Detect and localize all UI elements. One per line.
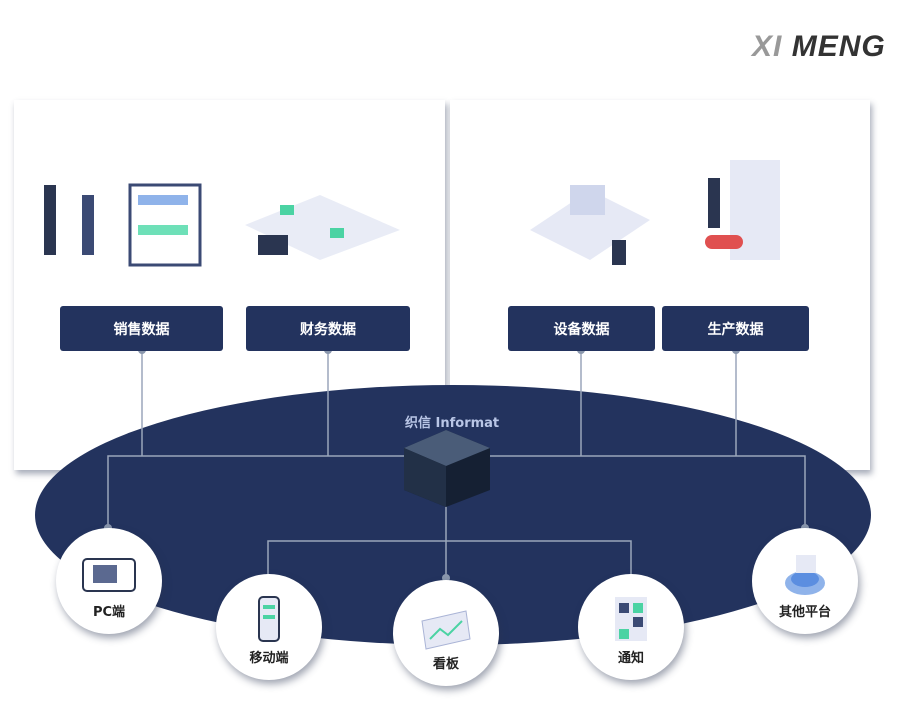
notification-icon xyxy=(615,597,647,641)
source-finance[interactable]: 财务数据 xyxy=(246,306,410,351)
sales-illustration xyxy=(44,183,202,267)
output-dashboard[interactable]: 看板 xyxy=(393,580,499,686)
dashboard-icon xyxy=(421,610,471,650)
output-other-platform[interactable]: 其他平台 xyxy=(752,528,858,634)
source-equipment[interactable]: 设备数据 xyxy=(508,306,655,351)
source-sales[interactable]: 销售数据 xyxy=(60,306,223,351)
source-production[interactable]: 生产数据 xyxy=(662,306,809,351)
monitor-icon xyxy=(82,558,136,592)
output-mobile[interactable]: 移动端 xyxy=(216,574,322,680)
ximeng-logo: XI MENG xyxy=(752,30,886,63)
output-notification[interactable]: 通知 xyxy=(578,574,684,680)
core-label: 织信 Informat xyxy=(405,416,500,431)
core-cube-icon xyxy=(404,430,490,507)
mobile-icon xyxy=(258,596,280,642)
production-illustration xyxy=(705,160,780,260)
platform-icon xyxy=(785,555,825,595)
output-pc[interactable]: PC端 xyxy=(56,528,162,634)
finance-illustration xyxy=(245,195,400,260)
equipment-illustration xyxy=(530,185,650,265)
